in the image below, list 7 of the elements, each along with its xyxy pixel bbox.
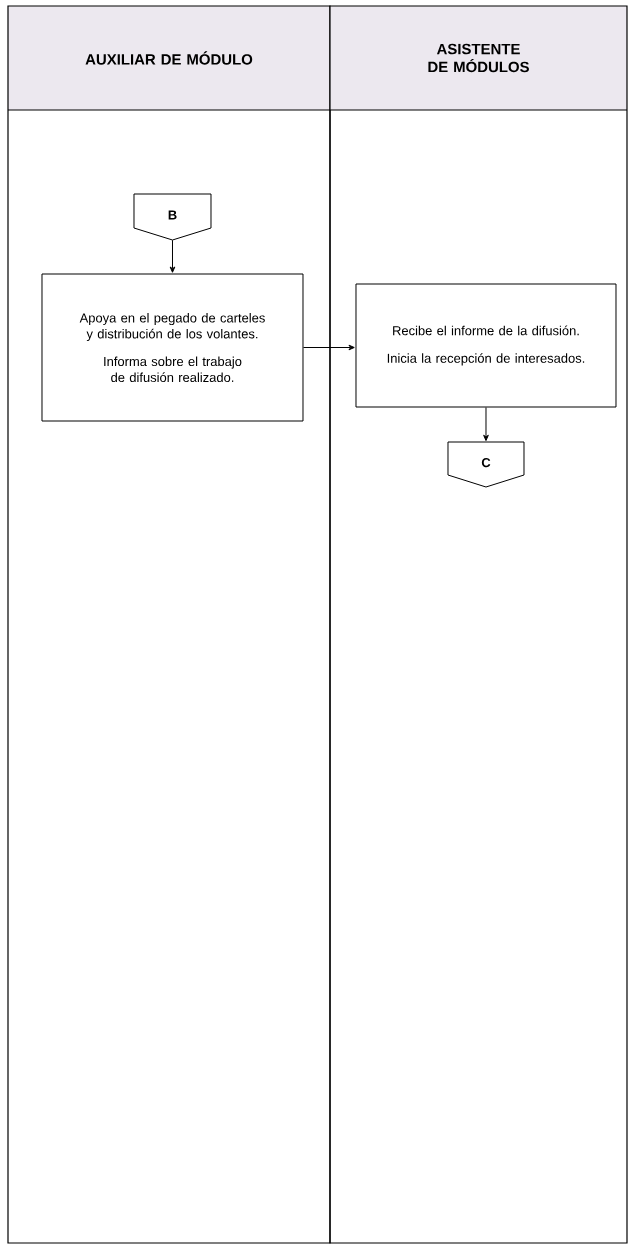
arrow	[303, 344, 355, 351]
off-page-connector: B	[133, 193, 212, 241]
process-box: Apoya en el pegado de carteles y distribución de los volantes. Informa sobre el trabajo de difusión realizado.	[41, 273, 304, 422]
arrow	[169, 239, 176, 273]
off-page-connector: C	[447, 441, 525, 488]
process-box: Recibe el informe de la difusión. Inicia la recepción de interesados.	[355, 283, 617, 408]
arrow	[483, 407, 489, 442]
